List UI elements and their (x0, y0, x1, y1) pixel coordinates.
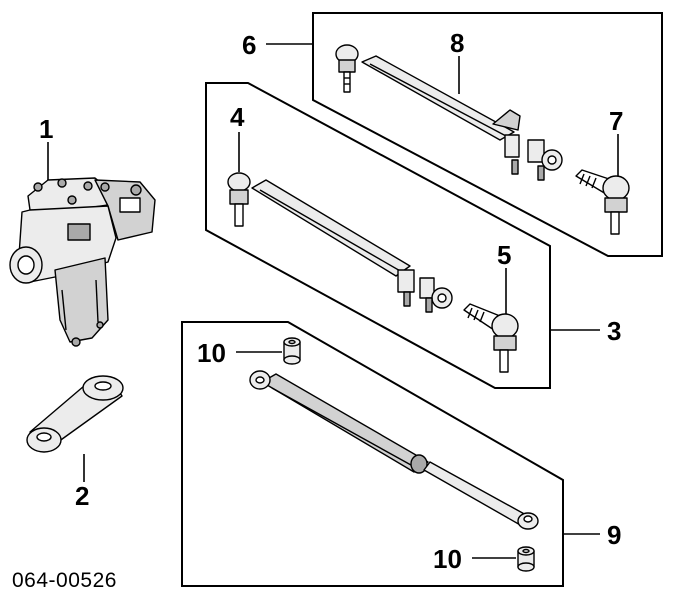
pitman-arm (26, 375, 124, 453)
tie-rod-end-middle (463, 303, 519, 373)
callout-3: 3 (607, 316, 621, 346)
reference-code: 064-00526 (12, 569, 117, 592)
tie-rod-end-upper (575, 169, 630, 235)
tie-rod-tube-upper (335, 44, 563, 181)
callout-8: 8 (450, 28, 464, 58)
callout-4: 4 (230, 102, 245, 132)
bushing-upper (283, 337, 301, 365)
callout-5: 5 (497, 240, 511, 270)
frame-group-3 (205, 82, 551, 389)
callout-2: 2 (75, 481, 89, 511)
steering-gear-box (9, 177, 156, 347)
bushing-lower (517, 546, 535, 572)
steering-damper (249, 370, 539, 530)
callout-9: 9 (607, 520, 621, 550)
tie-rod-tube-middle (227, 172, 453, 313)
frame-group-6 (312, 12, 663, 257)
callout-10-upper: 10 (197, 338, 226, 368)
callout-1: 1 (39, 114, 53, 144)
callout-6: 6 (242, 30, 256, 60)
callout-7: 7 (609, 106, 623, 136)
callout-10-lower: 10 (433, 544, 462, 574)
frame-group-9 (181, 321, 564, 587)
